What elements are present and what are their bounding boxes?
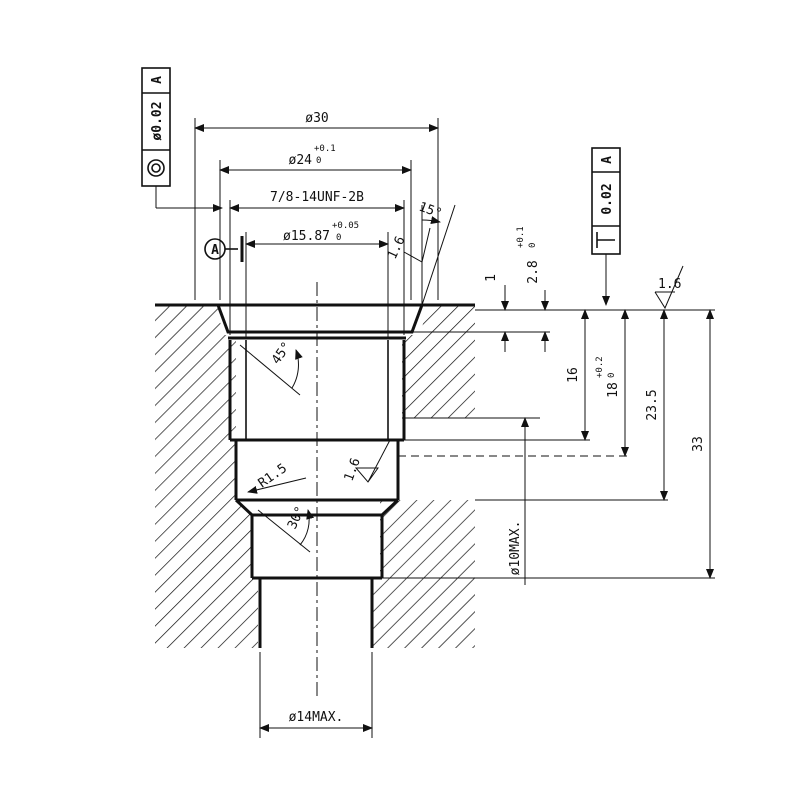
v18-tol-lower: 0	[607, 373, 617, 378]
dim-v16: 16	[566, 309, 589, 441]
concentricity-frame: A ø0.02	[141, 67, 223, 212]
roughness-thread-flank: 1.6	[385, 227, 431, 270]
dim-d30: ø30	[194, 111, 439, 132]
d24-tol-lower: 0	[316, 156, 321, 166]
d24-label: ø24	[289, 153, 313, 168]
roughness-thread-label: 1.6	[385, 234, 409, 262]
d1587-tol-upper: +0.05	[332, 221, 359, 231]
d30-label: ø30	[305, 111, 328, 126]
angle15-label: 15°	[417, 200, 444, 222]
dim-thread: 7/8-14UNF-2B	[229, 190, 405, 212]
roughness-seal-label: 1.6	[342, 456, 364, 483]
v16-label: 16	[566, 367, 581, 383]
datum-a: A	[204, 236, 244, 262]
dim-d1587: ø15.87 +0.05 0	[245, 221, 389, 248]
v235-label: 23.5	[645, 389, 660, 420]
angle-45: 45°	[239, 339, 303, 396]
angle-15: 15°	[417, 200, 456, 306]
v18-tol-upper: +0.2	[595, 356, 605, 378]
dim-v18: 18 +0.2 0	[595, 309, 629, 457]
material-section	[155, 305, 475, 648]
dim-v28: 2.8 +0.1 0	[516, 226, 549, 352]
dim-d14max: ø14MAX.	[259, 710, 373, 732]
datum-a-label: A	[211, 243, 219, 258]
d1587-tol-lower: 0	[336, 233, 341, 243]
angle45-label: 45°	[269, 339, 295, 367]
roughness-top: 1.6	[654, 265, 684, 310]
d24-tol-upper: +0.1	[314, 144, 336, 154]
v28-label: 2.8	[526, 260, 541, 283]
d10max-label: ø10MAX.	[508, 521, 523, 576]
right-material-lower	[372, 500, 475, 648]
perpendicularity-datum: A	[600, 156, 615, 164]
dim-v1: 1	[484, 274, 509, 352]
perpendicularity-frame: A 0.02	[591, 147, 621, 306]
thread-label: 7/8-14UNF-2B	[270, 190, 364, 205]
concentricity-datum: A	[150, 76, 165, 84]
d1587-label: ø15.87	[283, 229, 330, 244]
d14max-label: ø14MAX.	[289, 710, 344, 725]
dim-v235: 23.5	[645, 309, 668, 501]
roughness-seal-bore: 1.6	[342, 439, 391, 483]
angle-30: 30°	[257, 504, 315, 553]
angle30-label: 30°	[285, 504, 309, 532]
v28-tol-upper: +0.1	[516, 226, 526, 248]
v1-label: 1	[484, 274, 499, 282]
left-material	[155, 305, 258, 648]
r15-label: R1.5	[256, 461, 290, 491]
concentricity-value: ø0.02	[150, 101, 165, 140]
v33-label: 33	[691, 436, 706, 452]
v28-tol-lower: 0	[528, 243, 538, 248]
dim-d24: ø24 +0.1 0	[219, 144, 412, 174]
dim-v33: 33	[691, 309, 714, 579]
concentricity-icon	[147, 159, 165, 177]
radius-r15: R1.5	[247, 461, 307, 494]
perpendicularity-icon	[596, 232, 615, 248]
roughness-top-label: 1.6	[658, 277, 681, 292]
right-material-upper	[402, 305, 475, 418]
v18-label: 18	[606, 382, 621, 398]
dim-d10max: ø10MAX.	[508, 417, 529, 585]
perpendicularity-value: 0.02	[600, 183, 615, 214]
